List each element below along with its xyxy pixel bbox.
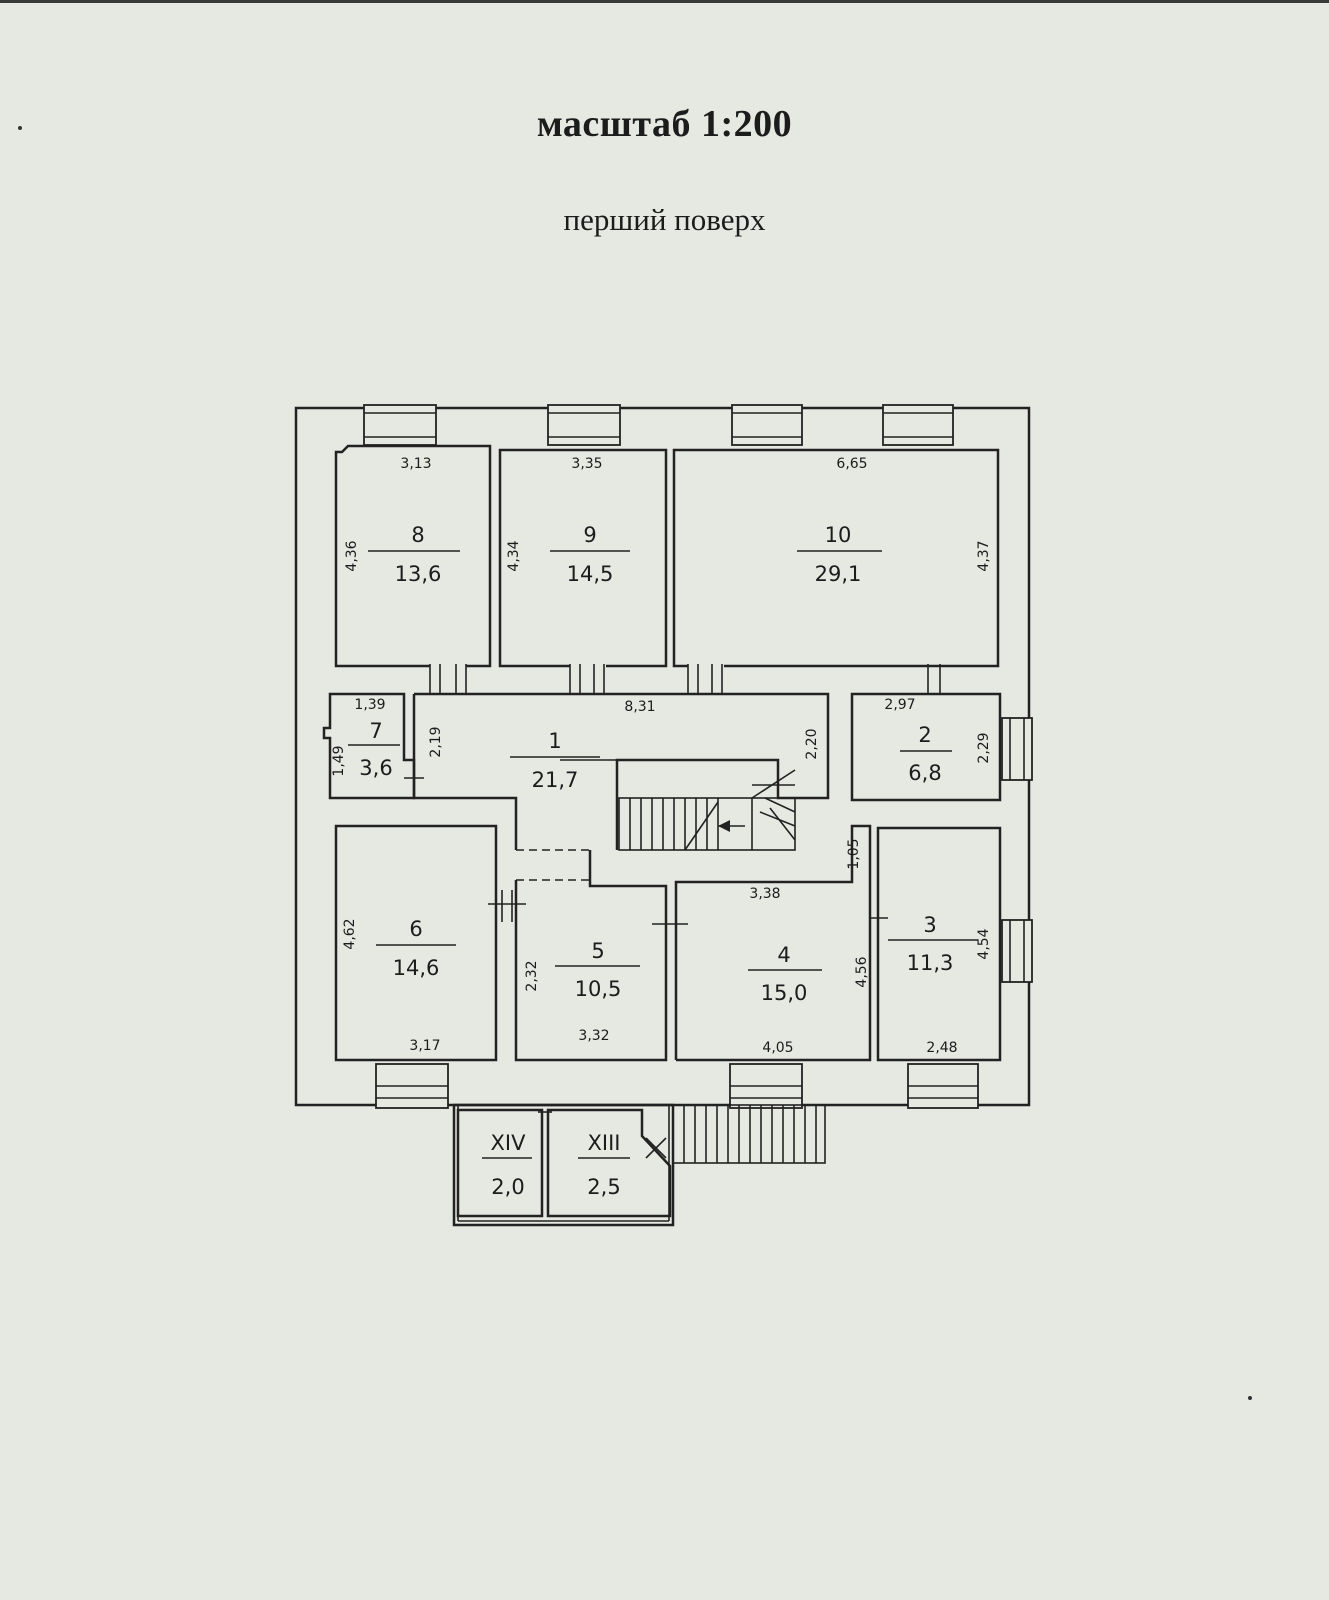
room-1: 1 21,7 8,31 2,19 2,20 <box>412 692 830 881</box>
scale-title: масштаб 1:200 <box>536 103 793 145</box>
room-8-number: 8 <box>411 523 424 547</box>
room-2-length: 2,29 <box>976 732 992 763</box>
room-8-width: 3,13 <box>400 456 431 472</box>
room-9-width: 3,35 <box>571 456 602 472</box>
room-xiv-area: 2,0 <box>491 1175 524 1199</box>
room-1-length-left: 2,19 <box>428 726 444 757</box>
windows <box>363 404 1033 1109</box>
room-4-width-top: 3,38 <box>749 886 780 902</box>
page-top-edge <box>0 0 1329 3</box>
room-5: 5 10,5 3,32 2,32 <box>514 850 688 1062</box>
room-6: 6 14,6 3,17 4,62 <box>334 824 526 1062</box>
speck <box>1248 1396 1252 1400</box>
room-1-width: 8,31 <box>624 699 655 715</box>
room-1-number: 1 <box>548 729 561 753</box>
room-9-area: 14,5 <box>567 562 614 586</box>
room-2-number: 2 <box>918 723 931 747</box>
room-xiii-area: 2,5 <box>587 1175 620 1199</box>
room-3-length: 4,54 <box>976 928 992 959</box>
entrance-steps <box>672 1104 826 1164</box>
room-9-number: 9 <box>583 523 596 547</box>
room-6-width: 3,17 <box>409 1038 440 1054</box>
room-2: 2 6,8 2,97 2,29 <box>850 692 1002 802</box>
room-10-number: 10 <box>825 523 852 547</box>
room-3: 3 11,3 2,48 4,54 <box>870 826 1002 1062</box>
room-6-length: 4,62 <box>342 918 358 949</box>
room-4-number: 4 <box>777 943 790 967</box>
room-4-length: 4,56 <box>854 956 870 987</box>
room-10-area: 29,1 <box>815 562 862 586</box>
room-3-width: 2,48 <box>926 1040 957 1056</box>
room-2-area: 6,8 <box>908 761 941 785</box>
room-7-width: 1,39 <box>354 697 385 713</box>
room-7-area: 3,6 <box>359 756 392 780</box>
room-5-number: 5 <box>591 939 604 963</box>
floor-title: перший поверх <box>563 202 766 237</box>
room-6-number: 6 <box>409 917 422 941</box>
staircase <box>618 769 796 851</box>
room-1-area: 21,7 <box>532 768 579 792</box>
room-xiii-number: XIII <box>588 1131 621 1155</box>
room-2-width: 2,97 <box>884 697 915 713</box>
room-5-width: 3,32 <box>578 1028 609 1044</box>
doors-top <box>429 664 941 694</box>
room-7: 7 3,6 1,39 1,49 <box>322 692 424 800</box>
room-1-length-right: 2,20 <box>804 728 820 759</box>
room-8-length: 4,36 <box>344 540 360 571</box>
room-10-width: 6,65 <box>836 456 867 472</box>
room-5-length: 2,32 <box>524 960 540 991</box>
room-7-number: 7 <box>369 719 382 743</box>
speck <box>18 126 22 130</box>
room-3-area: 11,3 <box>907 951 954 975</box>
room-3-number: 3 <box>923 913 936 937</box>
room-6-area: 14,6 <box>393 956 440 980</box>
room-4: 4 15,0 3,38 4,05 4,56 1,05 <box>674 824 872 1062</box>
room-7-length: 1,49 <box>331 745 347 776</box>
room-9-length: 4,34 <box>506 540 522 571</box>
room-10: 10 29,1 6,65 4,37 <box>672 448 1000 668</box>
room-4-area: 15,0 <box>761 981 808 1005</box>
room-5-area: 10,5 <box>575 977 622 1001</box>
room-xiv: XIV 2,0 <box>456 1108 552 1218</box>
room-8: 8 13,6 3,13 4,36 <box>334 444 492 668</box>
room-8-area: 13,6 <box>395 562 442 586</box>
room-4-notch: 1,05 <box>846 838 862 869</box>
room-10-length: 4,37 <box>976 540 992 571</box>
room-xiii: XIII 2,5 <box>546 1108 672 1218</box>
room-xiv-number: XIV <box>491 1131 527 1155</box>
room-4-width-bottom: 4,05 <box>762 1040 793 1056</box>
room-9: 9 14,5 3,35 4,34 <box>498 448 668 668</box>
